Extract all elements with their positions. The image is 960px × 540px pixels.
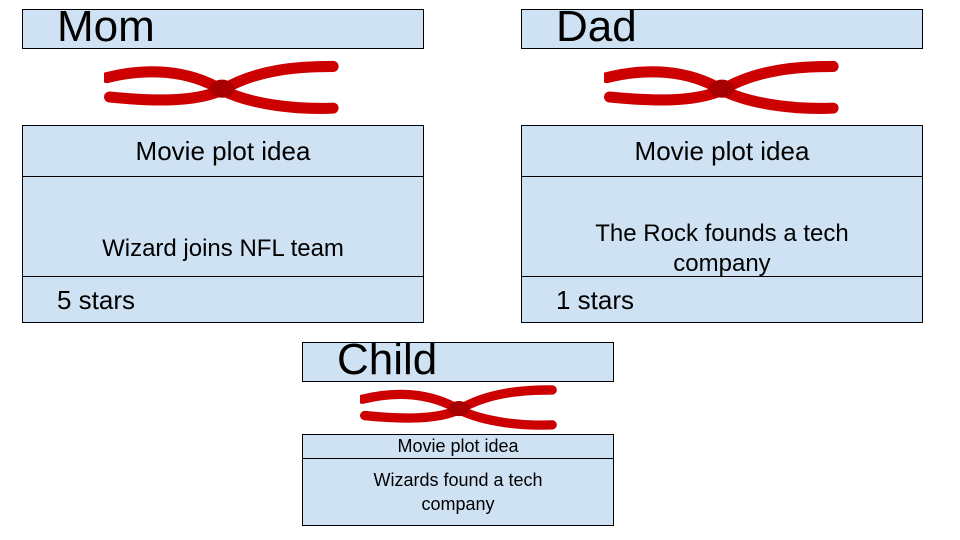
chromosome-icon bbox=[360, 383, 558, 433]
child-plot-header: Movie plot idea bbox=[303, 435, 613, 459]
child-title: Child bbox=[337, 342, 438, 382]
dad-plot-card: Movie plot idea The Rock founds a tech c… bbox=[521, 125, 923, 323]
dad-plot-value: The Rock founds a tech company bbox=[595, 220, 849, 277]
child-title-box: Child bbox=[302, 342, 614, 382]
chromosome-icon bbox=[104, 50, 340, 126]
dad-title-box: Dad bbox=[521, 9, 923, 49]
child-plot-text: Wizards found a tech company bbox=[303, 459, 613, 525]
dad-title: Dad bbox=[556, 9, 637, 49]
mom-rating: 5 stars bbox=[57, 284, 136, 315]
dad-rating: 1 stars bbox=[556, 284, 635, 315]
mom-title: Mom bbox=[57, 9, 155, 49]
child-plot-value: Wizards found a tech company bbox=[373, 470, 543, 514]
dad-plot-header: Movie plot idea bbox=[522, 126, 922, 177]
mom-plot-text: Wizard joins NFL team bbox=[23, 177, 423, 277]
mom-title-box: Mom bbox=[22, 9, 424, 49]
mom-plot-value: Wizard joins NFL team bbox=[102, 235, 344, 262]
child-plot-card: Movie plot idea Wizards found a tech com… bbox=[302, 434, 614, 526]
dad-plot-text: The Rock founds a tech company bbox=[522, 177, 922, 277]
mom-plot-header: Movie plot idea bbox=[23, 126, 423, 177]
chromosome-icon bbox=[604, 50, 840, 126]
mom-plot-card: Movie plot idea Wizard joins NFL team 5 … bbox=[22, 125, 424, 323]
